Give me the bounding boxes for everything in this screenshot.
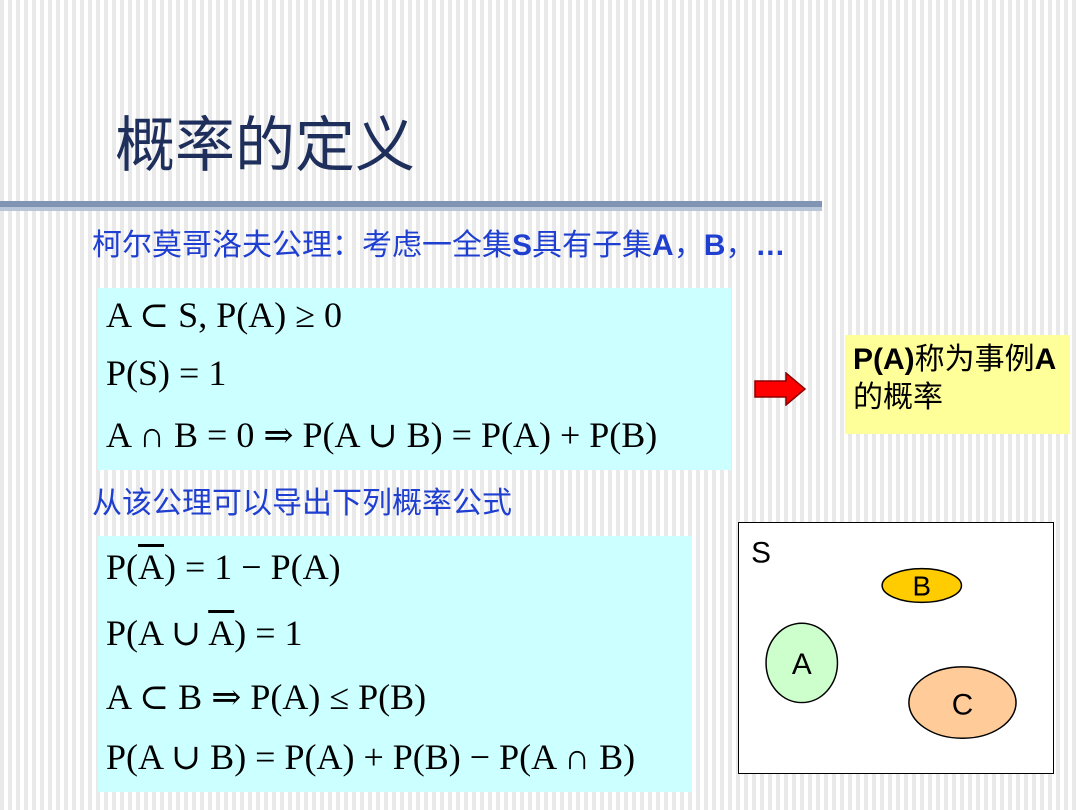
title-underline-shadow [0,207,822,211]
set-a-ellipse [765,622,839,704]
separator: ， [673,228,704,263]
note-event-a: A [1034,343,1057,376]
note-pa: P(A) [853,343,915,376]
axiom-intro-text-2: 具有子集 [532,228,653,263]
set-b-label: B [703,229,726,262]
axioms-box: A ⊂ S, P(A) ≥ 0 P(S) = 1 A ∩ B = 0 ⇒ P(A… [98,288,731,470]
set-c-text: C [952,688,974,721]
set-b-ellipse [881,567,963,604]
set-s-label: S [512,229,533,262]
set-b-text: B [913,570,932,601]
venn-diagram: S B A C [738,522,1054,774]
axiom-intro: 柯尔莫哥洛夫公理：考虑一全集S具有子集A，B，… [92,228,785,264]
right-arrow-icon [754,372,806,406]
formula-union: P(A ∪ B) = P(A) + P(B) − P(A ∩ B) [106,737,636,777]
axiom-intro-text: 柯尔莫哥洛夫公理：考虑一全集 [92,228,512,263]
complement-a: A [208,613,235,653]
set-c-ellipse [908,666,1017,740]
axiom-3: A ∩ B = 0 ⇒ P(A ∪ B) = P(A) + P(B) [106,415,658,455]
axiom-1: A ⊂ S, P(A) ≥ 0 [106,295,342,335]
formula-subset: A ⊂ B ⇒ P(A) ≤ P(B) [106,677,427,717]
separator: ， [725,228,756,263]
axiom-2: P(S) = 1 [106,353,227,393]
set-a-text: A [792,648,812,681]
slide-title: 概率的定义 [115,111,415,181]
ellipsis: … [755,229,786,262]
note-text-2: 的概率 [853,379,943,415]
formula-union-complement: P(A ∪ A) = 1 [106,613,303,653]
definition-note: P(A)称为事例A 的概率 [845,335,1070,434]
universe-label: S [751,537,771,570]
complement-a: A [138,547,165,587]
note-text: 称为事例 [914,342,1035,377]
formula-complement: P(A) = 1 − P(A) [106,547,341,587]
derived-heading: 从该公理可以导出下列概率公式 [92,486,512,521]
set-a-label: A [652,229,674,262]
title-underline [0,201,822,207]
formulas-box: P(A) = 1 − P(A) P(A ∪ A) = 1 A ⊂ B ⇒ P(A… [98,536,692,792]
